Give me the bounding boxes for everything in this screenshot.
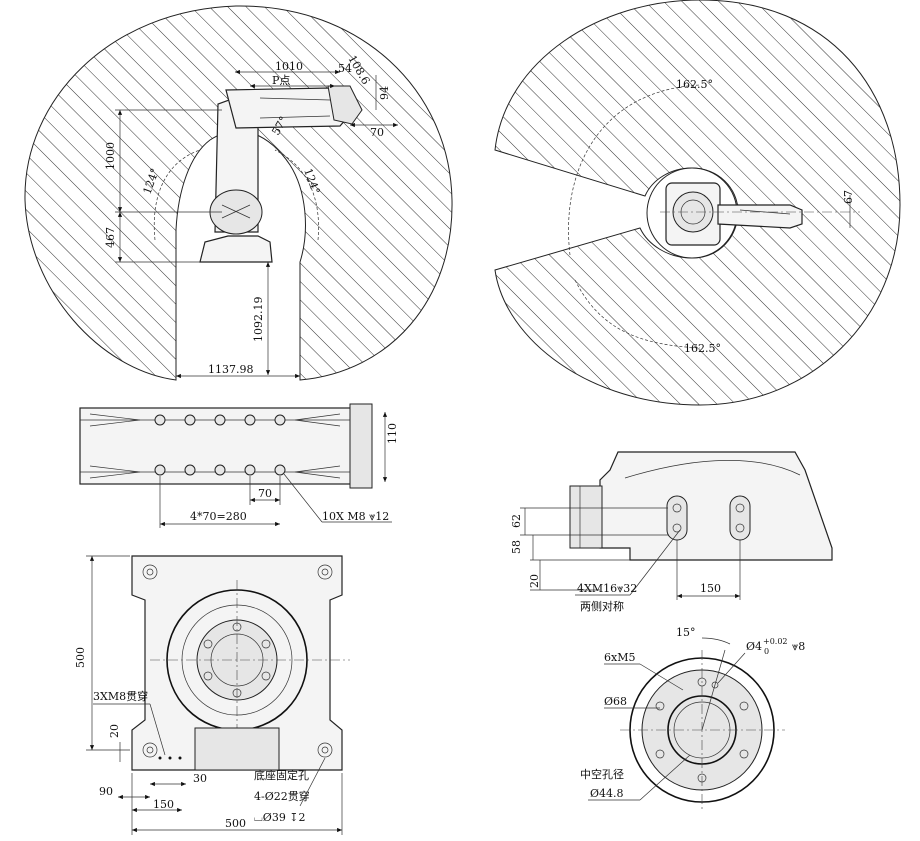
- callout-4xm16: 4XM16⩔32: [577, 582, 637, 595]
- dim-pin-tol-lower: 0: [764, 647, 769, 656]
- note-counterbore: ⌴Ø39 ↧2: [254, 811, 306, 824]
- dim-wrist-58: 58: [510, 540, 523, 554]
- dim-1137-98: 1137.98: [208, 363, 254, 376]
- dim-hollow-44-8: Ø44.8: [590, 787, 624, 800]
- dim-wrist-62: 62: [510, 514, 523, 528]
- robot-wrist: [327, 85, 363, 125]
- wrist-side-view: 62 58 20 150 4XM16⩔32 两侧对称: [510, 451, 833, 613]
- dim-54: 54: [338, 62, 352, 75]
- dim-pin-dia: Ø4: [746, 640, 762, 653]
- callout-10xm8: 10X M8 ⩔12: [322, 510, 389, 523]
- dim-110: 110: [386, 423, 399, 444]
- callout-6xm5: 6xM5: [604, 651, 635, 664]
- top-view-workspace: 162.5° 162.5° 67: [494, 0, 901, 406]
- dim-wrist-150: 150: [700, 582, 721, 595]
- dim-flange-68: Ø68: [604, 695, 627, 708]
- dim-base-90: 90: [99, 785, 113, 798]
- base-front-cutout: [194, 727, 280, 771]
- dim-base-150: 150: [153, 798, 174, 811]
- base-plan-view: 500 3XM8贯穿 20 30 90 150 500 底座固定孔 4-Ø22贯…: [74, 555, 350, 835]
- dim-wrist-20: 20: [528, 574, 541, 588]
- dim-base-30: 30: [193, 772, 207, 785]
- dim-500-v: 500: [74, 647, 87, 668]
- arm-mount-holes: [154, 414, 286, 476]
- dim-1000: 1000: [104, 142, 117, 170]
- dim-70: 70: [370, 126, 384, 139]
- note-hollow-dia: 中空孔径: [580, 767, 624, 781]
- arm-link-view: 110 70 4*70=280 10X M8 ⩔12: [79, 403, 399, 528]
- dim-15deg: 15°: [676, 626, 696, 639]
- dim-arm-70: 70: [258, 487, 272, 500]
- dim-162-5-top: 162.5°: [676, 78, 713, 91]
- dim-base-20: 20: [108, 724, 121, 738]
- robot-base: [199, 235, 273, 263]
- dim-1010: 1010: [275, 60, 303, 73]
- wrist-housing: [599, 451, 833, 561]
- wrist-slot-right: [729, 495, 751, 541]
- side-view-workspace: 1010 P点 54 108.6 94 70 57° 124° 124° 100…: [24, 5, 453, 381]
- note-mount-holes: 底座固定孔: [254, 768, 309, 782]
- dim-67: 67: [842, 190, 855, 204]
- arm-link-flange: [349, 403, 373, 489]
- dim-p-point: P点: [272, 74, 290, 87]
- top-view-arm: [717, 204, 803, 229]
- wrist-motor-cap: [569, 485, 603, 549]
- dim-base-500-h: 500: [225, 817, 246, 830]
- callout-3xm8: 3XM8贯穿: [93, 689, 148, 703]
- note-symmetric: 两侧对称: [580, 599, 624, 613]
- dim-94: 94: [378, 86, 391, 100]
- dim-1092-19: 1092.19: [252, 297, 265, 343]
- dim-162-5-bottom: 162.5°: [684, 342, 721, 355]
- dim-pin-depth: ⩔8: [792, 640, 805, 653]
- flange-view: 15° Ø4 +0.02 0 ⩔8 6xM5 Ø68 中空孔径 Ø44.8: [580, 626, 805, 810]
- dim-4x70: 4*70=280: [190, 510, 247, 523]
- note-thru-holes: 4-Ø22贯穿: [254, 789, 310, 803]
- dim-467: 467: [104, 227, 117, 248]
- dim-pin-tol-upper: +0.02: [763, 637, 788, 646]
